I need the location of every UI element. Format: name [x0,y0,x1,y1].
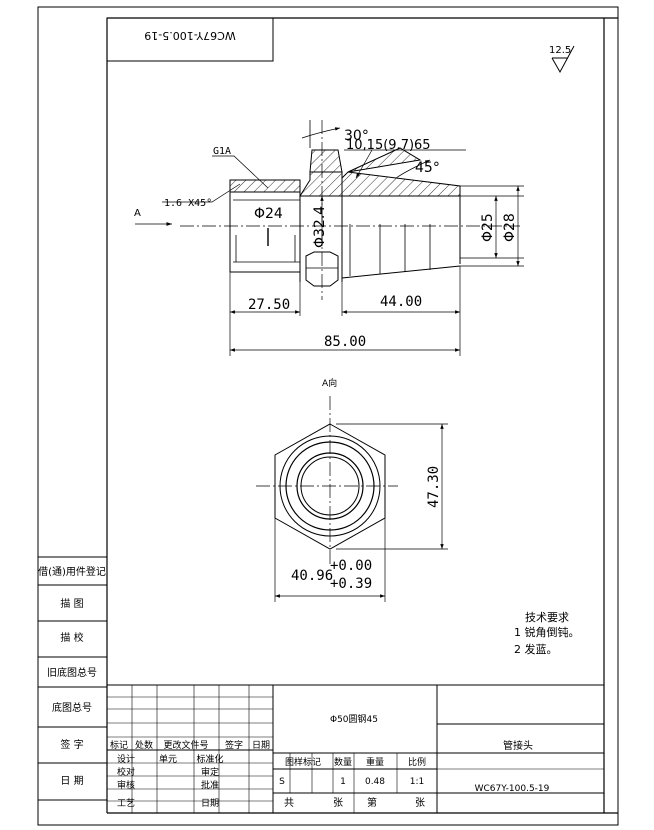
strip-label-sign: 签 字 [60,738,83,751]
attr-header-qty: 数量 [334,756,352,768]
view-a [256,396,448,602]
tech-req-item-2: 2 发蓝。 [514,642,558,656]
sheet-index-label: 第 [367,796,377,809]
length-8500-label: 85.00 [324,334,366,350]
angle-30-label: 30° [344,128,369,144]
dia-25-label: Φ25 [480,213,496,242]
rotated-number-box [106,17,274,62]
section-view [135,120,524,356]
sign-row-standard: 标准化 [196,753,223,765]
attr-value-qty: 1 [340,777,346,787]
strip-label-reg: 借(通)用件登记 [38,565,106,578]
attr-header-weight: 重量 [366,756,384,768]
attr-header-mark: 图样标记 [285,756,321,768]
sign-row-process: 工艺 [117,798,135,809]
angle-45-label: 45° [415,160,440,176]
sheet-unit-label: 张 [333,797,343,809]
attr-value-mark: S [279,777,285,787]
material-label: Φ50圆钢45 [330,713,378,725]
attr-header-scale: 比例 [408,756,426,768]
drawing-number: WC67Y-100.5-19 [475,784,550,794]
strip-label-trace: 描 图 [60,597,83,610]
sign-row-unit: 单元 [159,753,177,765]
across-flats-label: 47.30 [426,466,442,508]
rev-header-doc: 更改文件号 [163,739,208,751]
attr-value-weight: 0.48 [365,777,385,787]
roughness-symbol: 12.5 [549,45,575,74]
tolerance-lower: +0.39 [330,576,372,592]
sign-row-proof: 校对 [117,766,135,778]
sign-row-approve: 批准 [201,779,219,791]
part-name: 管接头 [503,739,533,752]
strip-label-check: 描 校 [60,631,83,644]
sign-row-verify: 审定 [201,766,219,778]
length-4400-label: 44.00 [380,294,422,310]
sign-row-design: 设计 [117,753,135,765]
strip-label-base-no: 底图总号 [52,701,92,714]
rotated-drawing-number: WC67Y-100.5-19 [144,29,235,42]
roughness-value: 12.5 [549,45,571,56]
chamfer-label: 1.6 X45° [164,198,212,209]
rev-header-count: 处数 [135,739,153,751]
dia-324-label: Φ32.4 [312,206,328,248]
view-a-title: A向 [322,377,337,389]
dia-28-label: Φ28 [502,213,518,242]
across-corners-label: 40.96 [291,568,333,584]
sheet-border [37,6,619,826]
title-block [107,684,604,813]
overlap-dims-label: 10,15(9.7)65 [346,138,431,153]
tolerance-upper: +0.00 [330,558,372,574]
length-2750-label: 27.50 [248,297,290,313]
attr-value-scale: 1:1 [410,777,424,787]
strip-label-old-no: 旧底图总号 [47,666,97,679]
thread-label: G1A [213,146,231,157]
rev-header-mark: 标记 [110,739,128,751]
left-strip [38,556,107,801]
sign-row-date: 日期 [201,798,219,809]
view-arrow-label: A [134,208,141,219]
sheet-unit-label-2: 张 [415,797,425,809]
tech-req-item-1: 1 锐角倒钝。 [514,625,580,639]
rev-header-sign: 签字 [225,739,243,751]
sign-row-review: 审核 [117,779,135,791]
dia-24-label: Φ24 [254,206,283,222]
strip-label-date: 日 期 [60,775,83,787]
tech-req-title: 技术要求 [525,611,569,624]
rev-header-date: 日期 [252,740,270,751]
sheet-total-label: 共 [284,797,294,809]
